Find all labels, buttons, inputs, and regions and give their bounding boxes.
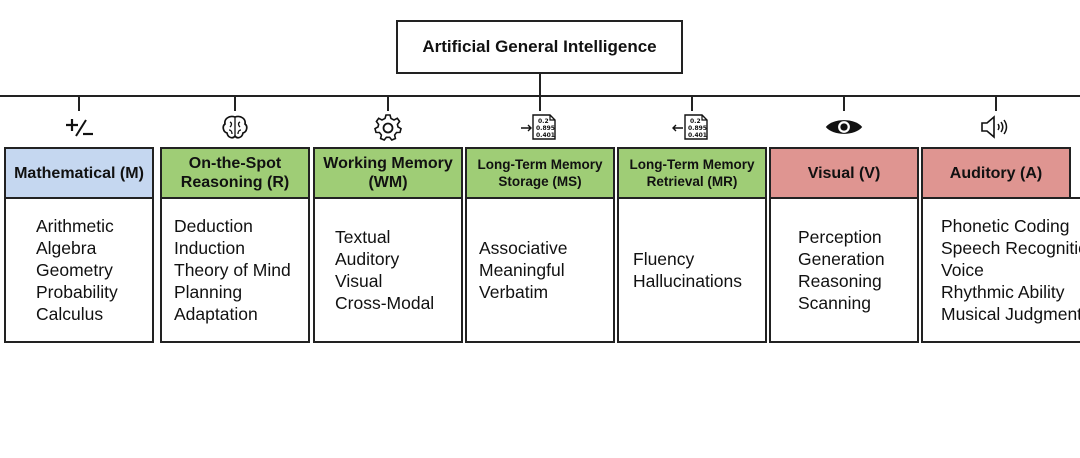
category-item: Voice (941, 260, 984, 280)
category-connector (539, 96, 541, 111)
category-item: Cross-Modal (335, 293, 435, 313)
category-item: Textual (335, 227, 391, 247)
category-connector (843, 96, 845, 111)
category-item: Theory of Mind (174, 260, 291, 280)
eye-icon (824, 113, 864, 141)
svg-text:0.401: 0.401 (536, 132, 555, 139)
category-item: Calculus (36, 304, 104, 324)
category-header: Auditory (A) (921, 147, 1071, 199)
category-item: Speech Recognition (941, 238, 1080, 258)
root-connector (539, 74, 541, 96)
category-item: Generation (798, 249, 885, 269)
category-item: Associative (479, 238, 568, 258)
category-item: Verbatim (479, 282, 549, 302)
category-item: Probability (36, 282, 118, 302)
category-item: Rhythmic Ability (941, 282, 1065, 302)
category-item: Induction (174, 238, 246, 258)
plus-minus-icon (59, 113, 99, 141)
category-item: Auditory (335, 249, 400, 269)
category-connector (78, 96, 80, 111)
category-item: Musical Judgment (941, 304, 1080, 324)
category-connector (995, 96, 997, 111)
category-item: Scanning (798, 293, 871, 313)
category-connector (691, 96, 693, 111)
gear-icon (368, 113, 408, 141)
category-item: Planning (174, 282, 243, 302)
category-item: Visual (335, 271, 383, 291)
speaker-icon (976, 113, 1016, 141)
category-header: On-the-Spot Reasoning (R) (160, 147, 310, 199)
category-item: Hallucinations (633, 271, 742, 291)
svg-text:0.895: 0.895 (688, 125, 707, 132)
category-header: Visual (V) (769, 147, 919, 199)
category-header: Long-Term Memory Retrieval (MR) (617, 147, 767, 199)
category-item: Deduction (174, 216, 253, 236)
category-item: Adaptation (174, 304, 258, 324)
svg-text:0.2: 0.2 (690, 118, 701, 125)
category-connector (234, 96, 236, 111)
category-item: Phonetic Coding (941, 216, 1070, 236)
category-item: Fluency (633, 249, 695, 269)
brain-icon (215, 113, 255, 141)
category-connector (387, 96, 389, 111)
category-item: Geometry (36, 260, 113, 280)
category-header: Long-Term Memory Storage (MS) (465, 147, 615, 199)
category-item: Meaningful (479, 260, 565, 280)
category-item: Algebra (36, 238, 97, 258)
category-item: Perception (798, 227, 882, 247)
category-header: Mathematical (M) (4, 147, 154, 199)
root-node: Artificial General Intelligence (396, 20, 683, 74)
category-header: Working Memory (WM) (313, 147, 463, 199)
category-item: Reasoning (798, 271, 882, 291)
svg-text:0.895: 0.895 (536, 125, 555, 132)
category-item: Arithmetic (36, 216, 114, 236)
svg-text:0.401: 0.401 (688, 132, 707, 139)
svg-text:0.2: 0.2 (538, 118, 549, 125)
